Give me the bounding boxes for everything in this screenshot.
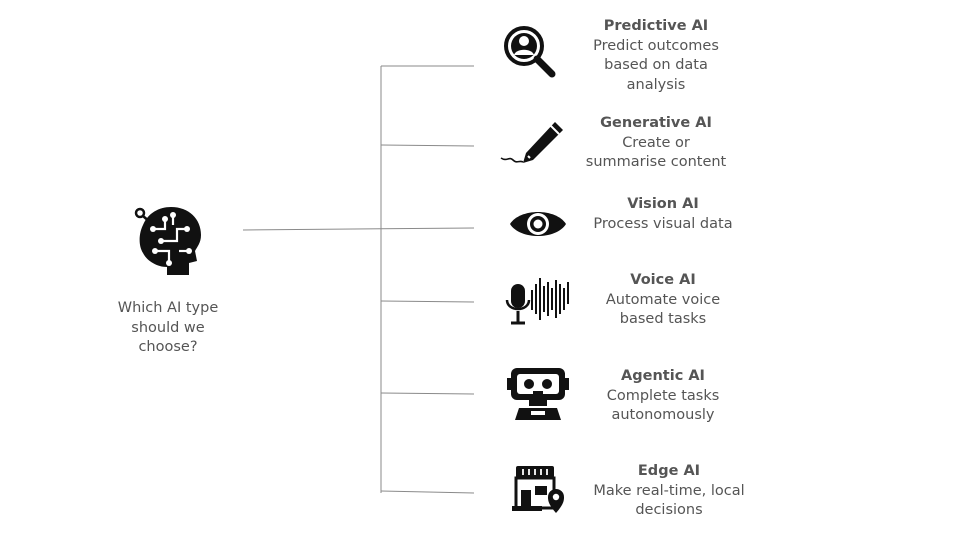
category-title: Voice AI: [630, 272, 696, 288]
microphone-soundwave-icon: [503, 274, 569, 332]
category-description: Predict outcomes based on data analysis: [593, 37, 719, 93]
category-description: Automate voice based tasks: [605, 291, 721, 328]
eye-icon: [508, 206, 570, 264]
category-edge-ai: Edge AI Make real-time, local decisions: [569, 462, 769, 521]
category-description: Complete tasks autonomously: [606, 387, 720, 424]
branch-generative: [380, 144, 475, 147]
branch-voice: [380, 300, 475, 303]
category-title: Vision AI: [627, 196, 699, 212]
branch-agentic: [380, 392, 475, 395]
category-description: Create or summarise content: [585, 134, 727, 171]
category-title: Predictive AI: [603, 18, 709, 34]
robot-icon: [507, 364, 569, 422]
root-connector: [242, 227, 475, 231]
category-generative-ai: Generative AI Create or summarise conten…: [556, 114, 756, 173]
category-predictive-ai: Predictive AI Predict outcomes based on …: [556, 17, 756, 95]
ai-head-circuit-icon: [131, 203, 205, 279]
category-agentic-ai: Agentic AI Complete tasks autonomously: [563, 367, 763, 426]
category-description: Process visual data: [593, 215, 733, 232]
root-question: Which AI type should we choose?: [117, 300, 219, 355]
category-title: Edge AI: [637, 463, 701, 479]
category-voice-ai: Voice AI Automate voice based tasks: [563, 271, 763, 330]
category-title: Generative AI: [600, 115, 712, 131]
category-title: Agentic AI: [621, 368, 705, 384]
category-description: Make real-time, local decisions: [593, 482, 745, 519]
category-vision-ai: Vision AI Process visual data: [563, 195, 763, 234]
store-location-icon: [510, 464, 572, 522]
branch-edge: [380, 490, 475, 494]
magnifier-person-icon: [500, 22, 562, 80]
pencil-icon: [499, 118, 563, 176]
